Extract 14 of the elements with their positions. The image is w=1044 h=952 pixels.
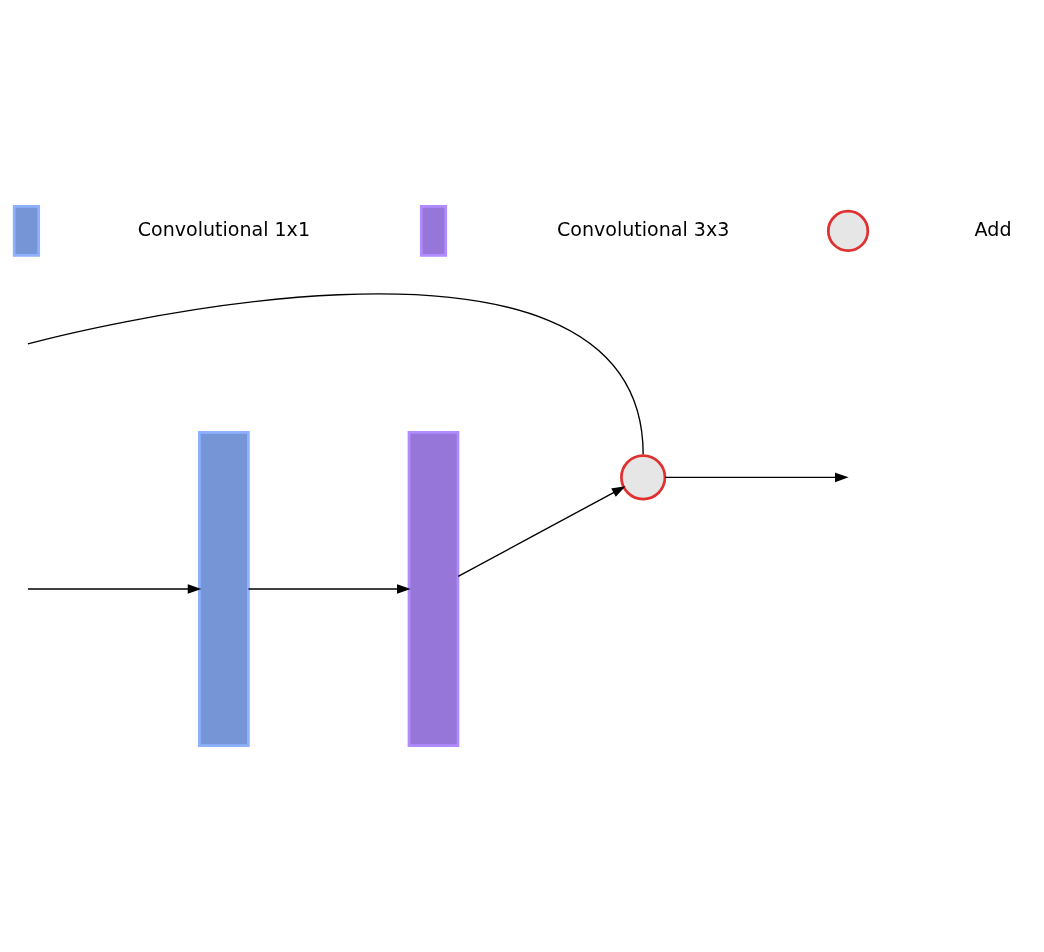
node-box	[419, 205, 448, 257]
node-box	[198, 431, 250, 747]
arrow	[664, 472, 849, 483]
node-box	[407, 431, 460, 747]
arrow	[457, 486, 626, 578]
node-box	[12, 205, 41, 257]
legend-label: Convolutional 3x3	[557, 217, 730, 240]
node-circle	[620, 454, 667, 501]
arrow	[27, 584, 202, 594]
legend-label: Convolutional 1x1	[137, 217, 311, 240]
legend-label: Add	[974, 217, 1012, 240]
node-circle	[826, 209, 870, 253]
connector	[27, 294, 644, 455]
arrow	[247, 584, 411, 594]
